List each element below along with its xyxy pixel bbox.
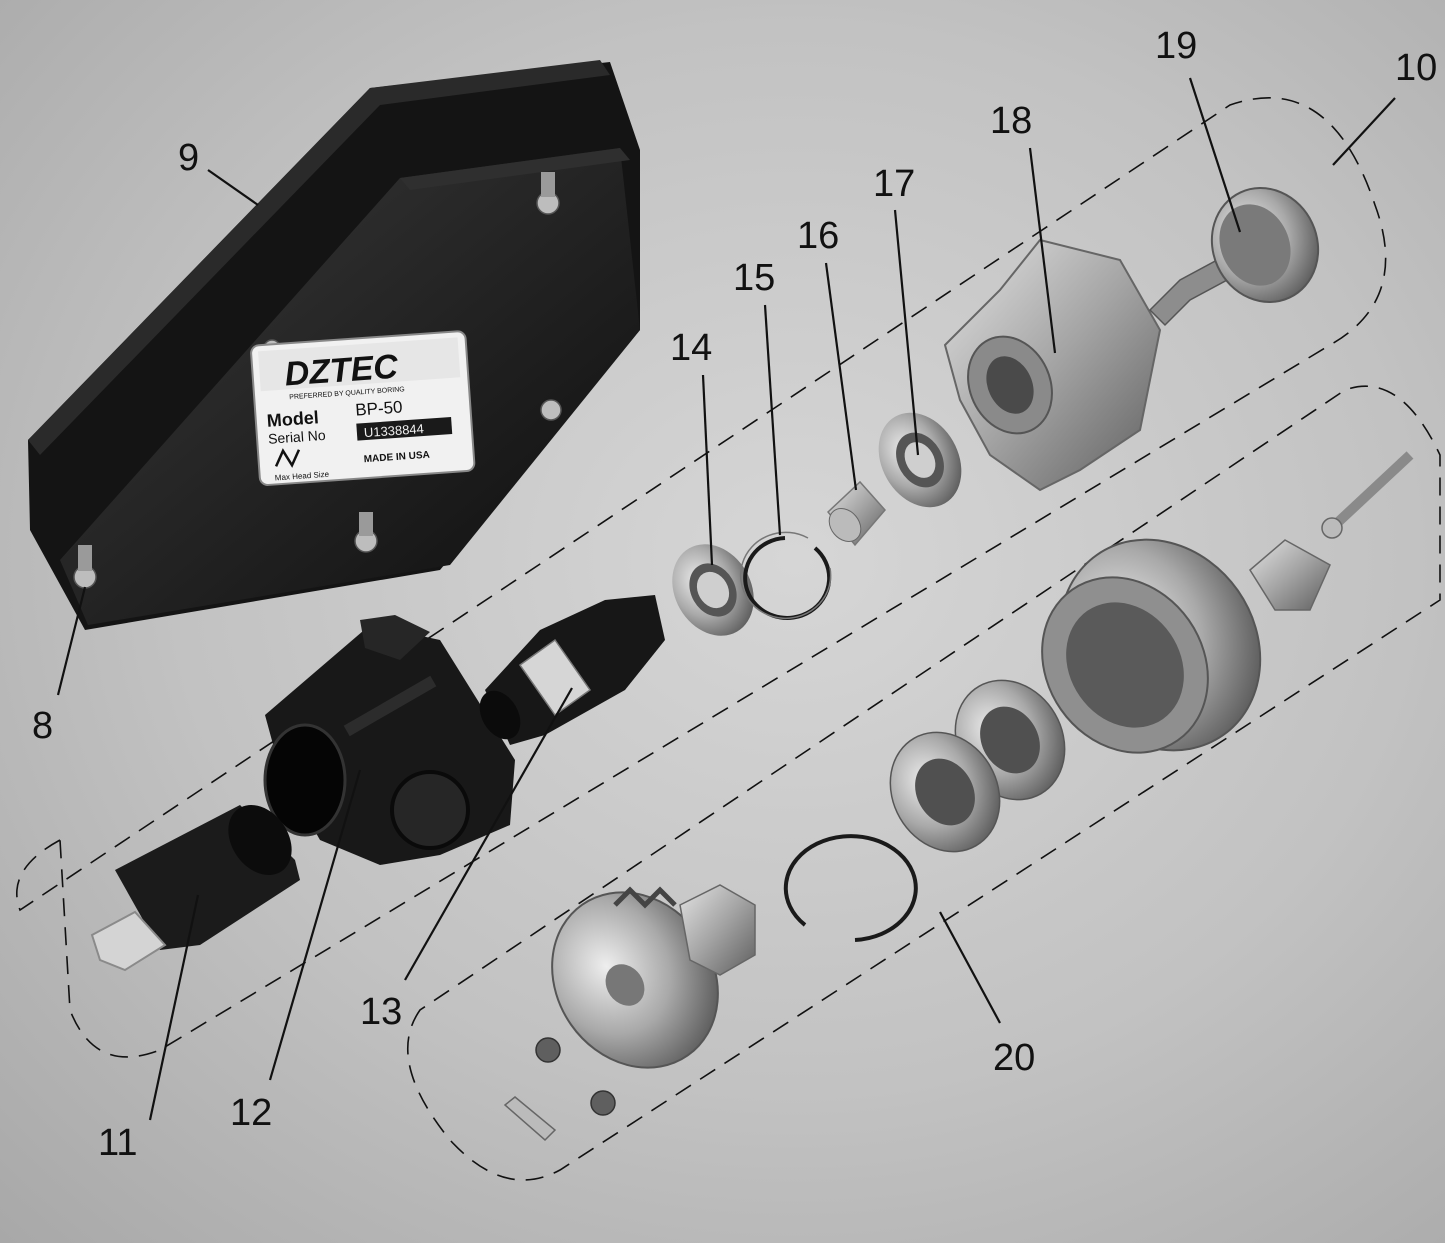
callout-18: 18 bbox=[990, 100, 1032, 142]
nameplate-made-in: MADE IN USA bbox=[363, 450, 430, 466]
nameplate-logo-icon bbox=[274, 448, 301, 468]
leader-16 bbox=[824, 262, 858, 491]
large-retaining-ring bbox=[783, 834, 918, 942]
nameplate: DZTEC PREFERRED BY QUALITY BORING Model … bbox=[250, 330, 476, 486]
nameplate-max-head: Max Head Size bbox=[275, 470, 330, 483]
bearing-pair bbox=[889, 679, 1066, 853]
callout-8: 8 bbox=[32, 705, 53, 747]
callout-11: 11 bbox=[98, 1122, 137, 1164]
leader-lines bbox=[56, 77, 1396, 1121]
leader-11 bbox=[148, 894, 200, 1121]
callout-19: 19 bbox=[1155, 25, 1197, 67]
bearing-14 bbox=[672, 544, 754, 636]
leader-18 bbox=[1028, 147, 1057, 354]
callout-15: 15 bbox=[733, 257, 775, 299]
leader-9 bbox=[207, 169, 259, 206]
nameplate-model-value: BP-50 bbox=[355, 397, 403, 419]
callout-9: 9 bbox=[178, 137, 199, 179]
leader-14 bbox=[701, 374, 714, 566]
leader-17 bbox=[893, 209, 920, 456]
retaining-ring-15 bbox=[739, 531, 832, 620]
leader-12 bbox=[268, 769, 362, 1081]
leader-10 bbox=[1332, 97, 1396, 166]
bolt-and-washer bbox=[1249, 451, 1414, 611]
gearbox-housing bbox=[263, 615, 515, 865]
leader-20 bbox=[939, 911, 1001, 1024]
callout-12: 12 bbox=[230, 1092, 272, 1134]
nameplate-serial-value: U1338844 bbox=[363, 421, 424, 440]
callout-10: 10 bbox=[1395, 47, 1437, 89]
group-outline-upper bbox=[16, 97, 1387, 1058]
callout-16: 16 bbox=[797, 215, 839, 257]
callout-17: 17 bbox=[873, 163, 915, 205]
callout-labels: 8 9 10 11 12 13 14 15 16 17 18 19 20 bbox=[32, 25, 1437, 1164]
nameplate-serial-label: Serial No bbox=[268, 427, 327, 447]
group-outline-lower bbox=[407, 385, 1441, 1181]
callout-14: 14 bbox=[670, 327, 712, 369]
nameplate-brand: DZTEC bbox=[283, 348, 399, 394]
spindle-shaft bbox=[1148, 187, 1320, 327]
leader-15 bbox=[763, 304, 782, 536]
nameplate-model-label: Model bbox=[266, 407, 319, 431]
hub-assembly bbox=[551, 884, 756, 1069]
callout-20: 20 bbox=[993, 1037, 1035, 1079]
bushing-16 bbox=[826, 480, 886, 547]
small-parts bbox=[503, 1037, 616, 1142]
bearing-17 bbox=[878, 412, 962, 508]
leader-19 bbox=[1188, 77, 1242, 233]
cup-housing bbox=[1041, 538, 1262, 754]
leader-8 bbox=[56, 586, 87, 696]
callout-13: 13 bbox=[360, 991, 402, 1033]
drive-adapter bbox=[90, 804, 300, 972]
motor-shaft bbox=[479, 595, 665, 745]
spindle-housing bbox=[943, 238, 1162, 492]
leader-13 bbox=[404, 687, 573, 981]
